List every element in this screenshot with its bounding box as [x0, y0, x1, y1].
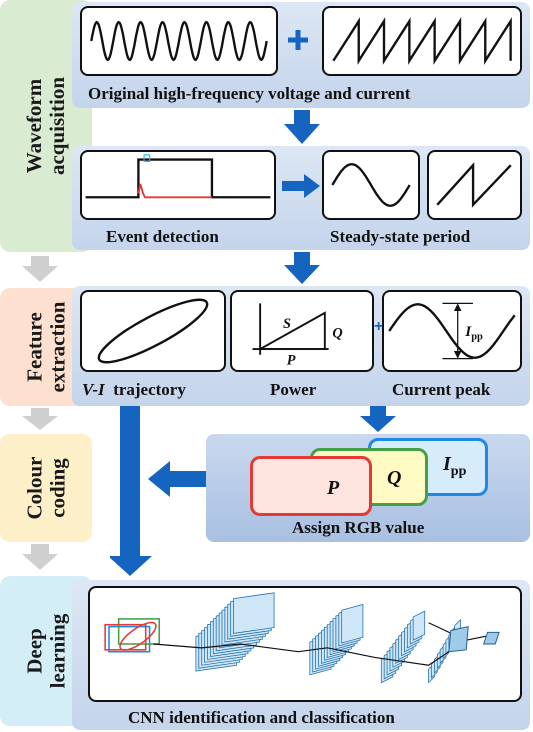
gray-arrow-1 — [22, 256, 58, 282]
power-p-label: P — [287, 352, 296, 368]
plus-sign-small: + — [374, 318, 384, 335]
cnn-feature-map — [412, 610, 426, 641]
cnn-feature-map — [341, 603, 364, 644]
assign-caption: Assign RGB value — [292, 518, 425, 537]
steady-sine-icon — [331, 163, 411, 207]
steady-sawtooth-box — [427, 150, 522, 220]
gray-arrow-2 — [22, 408, 58, 430]
event-caption: Event detection — [106, 227, 219, 246]
stage-flow-arrows — [22, 256, 58, 570]
rgb-p-label: P — [327, 477, 340, 499]
cnn-feature-map — [233, 592, 275, 634]
power-triangle-icon: S Q P — [252, 303, 343, 368]
power-caption: Power — [270, 380, 317, 399]
blue-arrow-right-1 — [282, 174, 320, 198]
sine-wave-icon — [90, 20, 268, 62]
plus-icon — [288, 30, 308, 50]
steady-sine-box — [322, 150, 420, 220]
steady-sawtooth-icon — [436, 162, 512, 208]
power-s-label: S — [283, 316, 291, 332]
vi-caption: V-I trajectory — [82, 380, 186, 399]
blue-arrow-down-1 — [284, 110, 320, 144]
rgb-ipp-label: Ipp — [443, 453, 467, 479]
ipp-label: Ipp — [464, 323, 483, 343]
event-detection-box — [80, 150, 276, 220]
event-step-icon — [85, 154, 271, 199]
blue-arrow-down-long — [110, 406, 152, 576]
voltage-waveform-box — [80, 6, 278, 76]
cnn-caption: CNN identification and classification — [128, 708, 395, 727]
blue-arrow-down-3 — [360, 406, 396, 432]
cnn-network-icon — [104, 592, 500, 684]
sawtooth-wave-icon — [332, 17, 512, 65]
gray-arrow-3 — [22, 544, 58, 570]
p-rgb-box: P — [250, 456, 372, 516]
cnn-diagram-box — [88, 586, 522, 702]
original-caption: Original high-frequency voltage and curr… — [88, 84, 411, 103]
ellipse-trajectory-icon — [97, 298, 209, 364]
blue-arrow-down-2 — [284, 252, 320, 284]
current-peak-box: Ipp — [382, 290, 522, 372]
rgb-q-label: Q — [387, 467, 402, 489]
current-peak-caption: Current peak — [392, 380, 491, 399]
vi-trajectory-box — [80, 290, 226, 372]
steady-caption: Steady-state period — [330, 227, 471, 246]
power-box: S Q P — [230, 290, 374, 372]
power-q-label: Q — [332, 326, 342, 342]
blue-arrow-left — [148, 461, 206, 497]
current-waveform-box — [322, 6, 522, 76]
current-peak-icon: Ipp — [388, 302, 516, 360]
